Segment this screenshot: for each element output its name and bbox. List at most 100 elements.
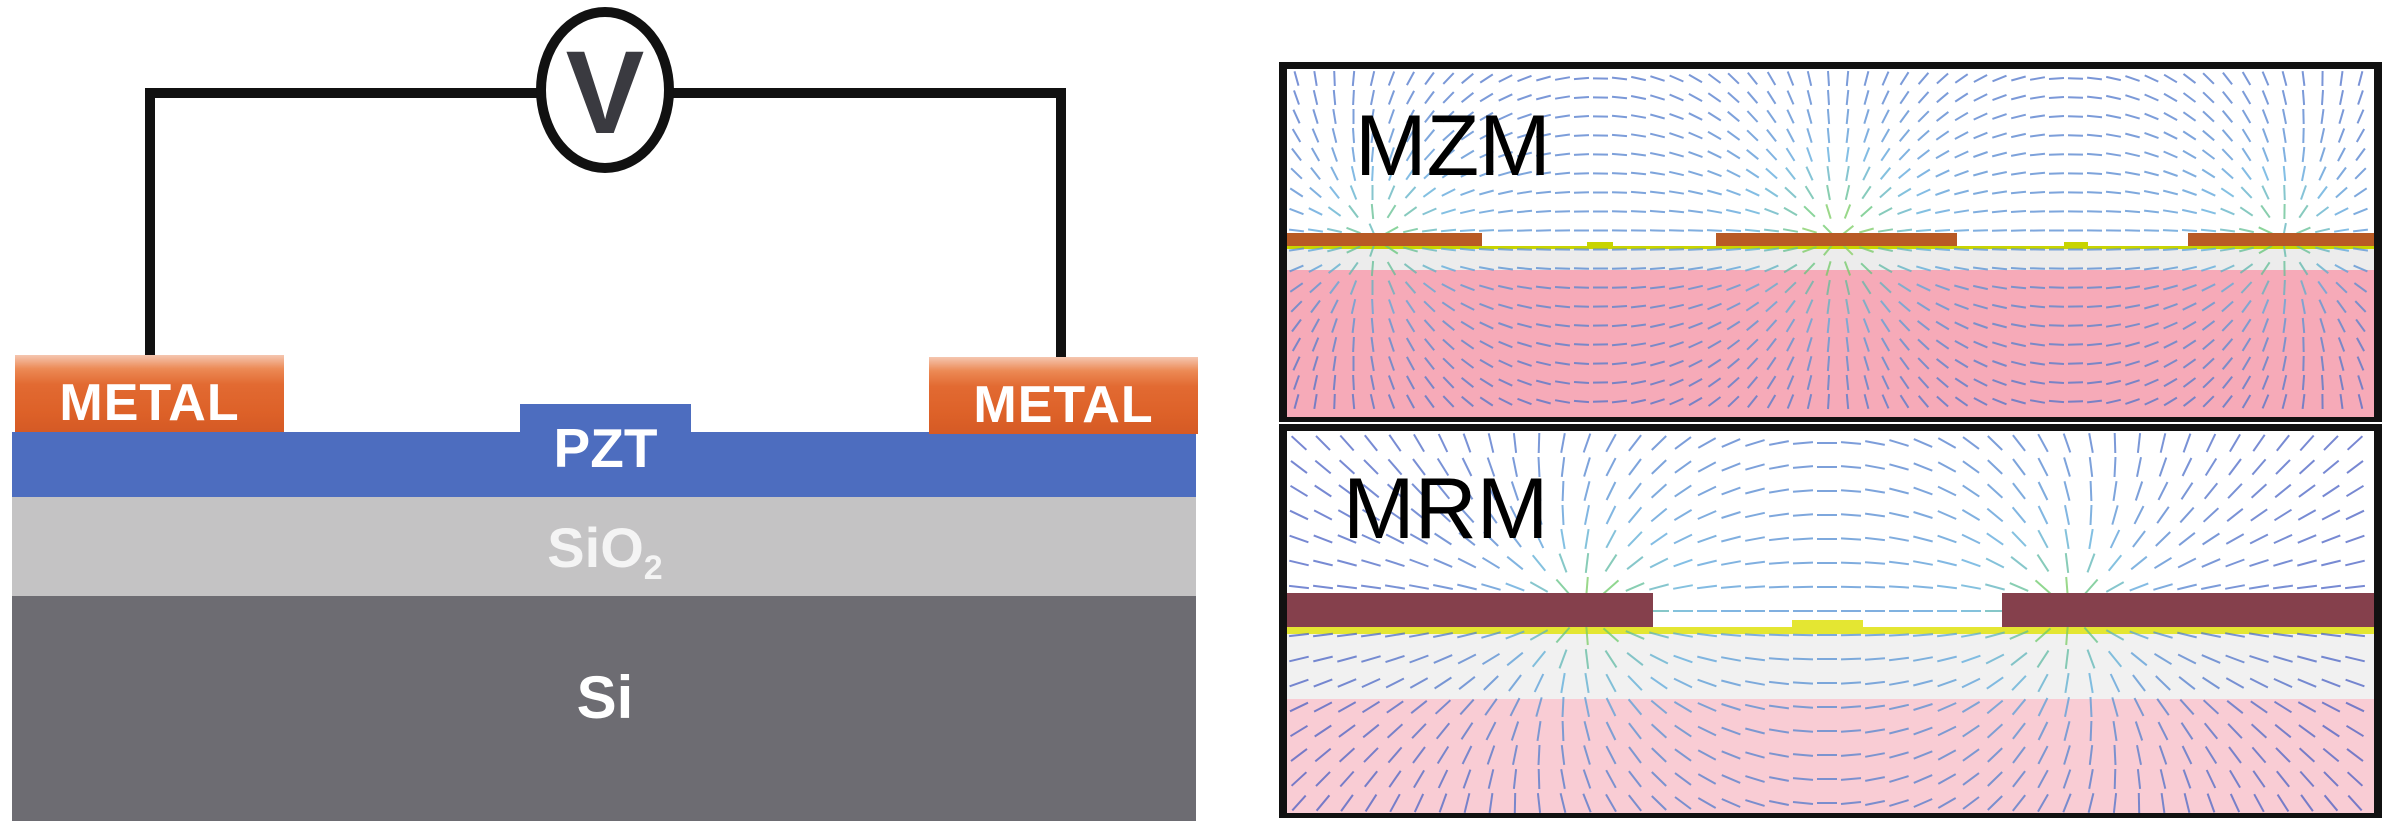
field-arrow (1351, 146, 1356, 163)
field-arrow (1862, 299, 1871, 314)
field-arrow (1673, 558, 1693, 568)
field-arrow (1308, 264, 1323, 273)
field-arrow (1669, 341, 1684, 348)
field-arrow (2029, 133, 2046, 138)
field-arrow (2177, 557, 2197, 569)
field-arrow (2153, 652, 2173, 666)
field-arrow (2157, 721, 2169, 741)
field-arrow (1478, 209, 1495, 214)
field-arrow (1457, 557, 1477, 569)
field-arrow (1766, 71, 1777, 86)
field-arrow (2063, 481, 2071, 501)
field-arrow (1605, 793, 1617, 813)
field-arrow (1688, 73, 1703, 84)
field-arrow (1512, 457, 1518, 477)
field-arrow (2336, 166, 2347, 181)
field-arrow (1792, 705, 1814, 709)
field-arrow (2012, 482, 2026, 500)
field-arrow (1509, 697, 1521, 717)
field-arrow (2048, 172, 2065, 175)
field-arrow (2281, 393, 2288, 410)
field-arrow (1650, 75, 1665, 82)
field-arrow (2200, 228, 2217, 233)
field-arrow (2048, 96, 2065, 99)
field-arrow (1806, 374, 1813, 391)
field-arrow (2177, 653, 2197, 665)
field-arrow (2113, 744, 2117, 766)
field-arrow (1554, 286, 1571, 289)
field-arrow (1674, 460, 1692, 474)
field-arrow (1913, 438, 1933, 448)
field-arrow (2105, 171, 2122, 176)
field-arrow (2219, 247, 2236, 252)
field-arrow (1386, 261, 1397, 276)
field-arrow (1387, 746, 1403, 764)
field-arrow (2011, 531, 2027, 547)
mrm-oxide (1287, 634, 2374, 699)
field-arrow (1422, 264, 1437, 273)
field-arrow (1531, 554, 1547, 572)
field-arrow (1766, 90, 1777, 105)
field-arrow (2202, 395, 2215, 408)
field-arrow (1826, 298, 1831, 315)
field-arrow (2109, 673, 2121, 693)
field-arrow (1862, 166, 1871, 181)
field-arrow (1916, 149, 1931, 160)
field-arrow (1763, 228, 1780, 233)
field-arrow (1340, 794, 1354, 812)
field-arrow (2144, 397, 2159, 406)
field-arrow (1479, 92, 1494, 103)
field-arrow (1498, 340, 1513, 349)
field-arrow (2203, 722, 2219, 740)
field-arrow (2037, 481, 2049, 501)
field-arrow (1561, 696, 1565, 718)
field-arrow (2261, 71, 2270, 86)
field-arrow (1937, 797, 1957, 809)
field-arrow (1517, 322, 1532, 329)
field-arrow (1423, 148, 1436, 161)
field-arrow (2124, 171, 2141, 176)
mrm-field-plot (1287, 432, 2374, 813)
field-arrow (1727, 376, 1740, 389)
field-arrow (1805, 166, 1814, 181)
field-arrow (1936, 91, 1949, 104)
field-arrow (1727, 357, 1740, 370)
field-arrow (1792, 801, 1814, 805)
field-arrow (2219, 228, 2236, 233)
field-arrow (2089, 480, 2093, 502)
field-arrow (1862, 318, 1871, 333)
field-arrow (1861, 185, 1872, 200)
field-arrow (1331, 336, 1338, 353)
field-arrow (2336, 299, 2347, 314)
field-arrow (1602, 627, 1620, 643)
field-arrow (1845, 146, 1850, 163)
field-arrow (1460, 111, 1475, 122)
field-arrow (2200, 265, 2217, 272)
field-arrow (1707, 396, 1722, 407)
field-arrow (2250, 700, 2268, 714)
field-arrow (2010, 190, 2027, 195)
field-arrow (1745, 751, 1765, 759)
field-arrow (1669, 132, 1684, 139)
field-arrow (1917, 72, 1930, 85)
field-arrow (1337, 678, 1357, 688)
field-arrow (1916, 208, 1931, 215)
field-arrow (1387, 71, 1396, 86)
field-arrow (2296, 584, 2318, 590)
mrm-title: MRM (1343, 461, 1549, 557)
field-arrow (1536, 398, 1551, 405)
field-arrow (1436, 745, 1450, 765)
field-arrow (2083, 626, 2099, 644)
field-arrow (2179, 698, 2195, 716)
field-arrow (1611, 380, 1628, 385)
field-arrow (1889, 727, 1909, 735)
field-arrow (2010, 652, 2028, 666)
field-arrow (2130, 651, 2148, 667)
field-arrow (1630, 285, 1647, 290)
field-arrow (2124, 285, 2141, 290)
field-arrow (1403, 206, 1418, 217)
field-arrow (1583, 457, 1591, 477)
field-arrow (1361, 508, 1381, 522)
field-arrow (1937, 773, 1957, 785)
field-arrow (1899, 109, 1910, 124)
